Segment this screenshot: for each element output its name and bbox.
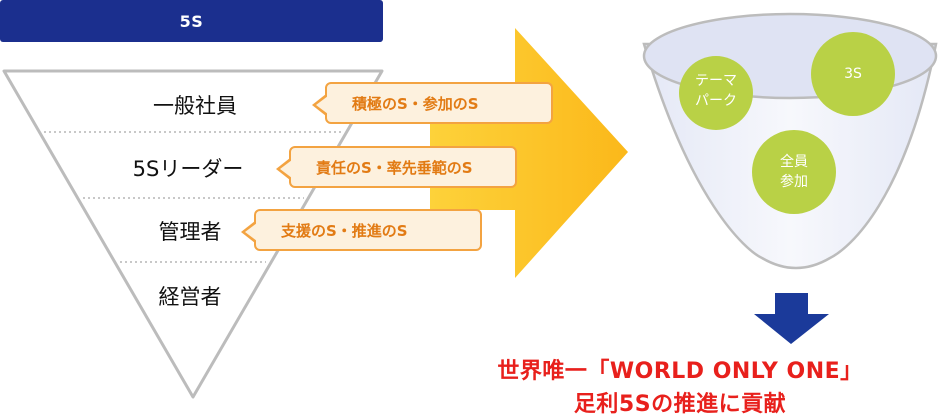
callout-employees-text: 積極のS・参加のS <box>352 94 479 113</box>
circle-label-all-participation: 全員 参加 <box>752 152 836 192</box>
circle-3s <box>811 32 895 116</box>
big-arrow-shape <box>430 28 628 278</box>
circle-3s-text: 3S <box>844 66 862 82</box>
header-bar: 5S <box>0 0 383 42</box>
level-label-5s-leader: 5Sリーダー <box>132 157 244 181</box>
callout-employees-role: 積極のS・参加のS <box>312 82 553 124</box>
circle-theme-park-text: テーマ パーク <box>695 73 737 109</box>
result-line-1: 世界唯一「WORLD ONLY ONE」 <box>497 359 863 384</box>
header-title: 5S <box>179 11 204 31</box>
circle-all-participation <box>752 130 836 214</box>
circle-theme-park <box>679 56 753 130</box>
circle-all-participation-text: 全員 参加 <box>780 154 808 190</box>
callout-managers-text: 支援のS・推進のS <box>281 221 408 240</box>
circle-label-theme-park: テーマ パーク <box>679 71 753 111</box>
circle-label-3s: 3S <box>811 64 895 84</box>
level-label-executives: 経営者 <box>158 285 222 309</box>
level-label-employees: 一般社員 <box>153 94 237 118</box>
result-line-2: 足利5Sの推進に貢献 <box>573 392 787 417</box>
callout-leader-role: 責任のS・率先垂範のS <box>276 146 517 188</box>
callout-managers-role: 支援のS・推進のS <box>241 209 482 251</box>
level-label-managers: 管理者 <box>158 220 222 244</box>
callout-leader-text: 責任のS・率先垂範のS <box>316 158 473 177</box>
down-arrow <box>754 293 829 344</box>
